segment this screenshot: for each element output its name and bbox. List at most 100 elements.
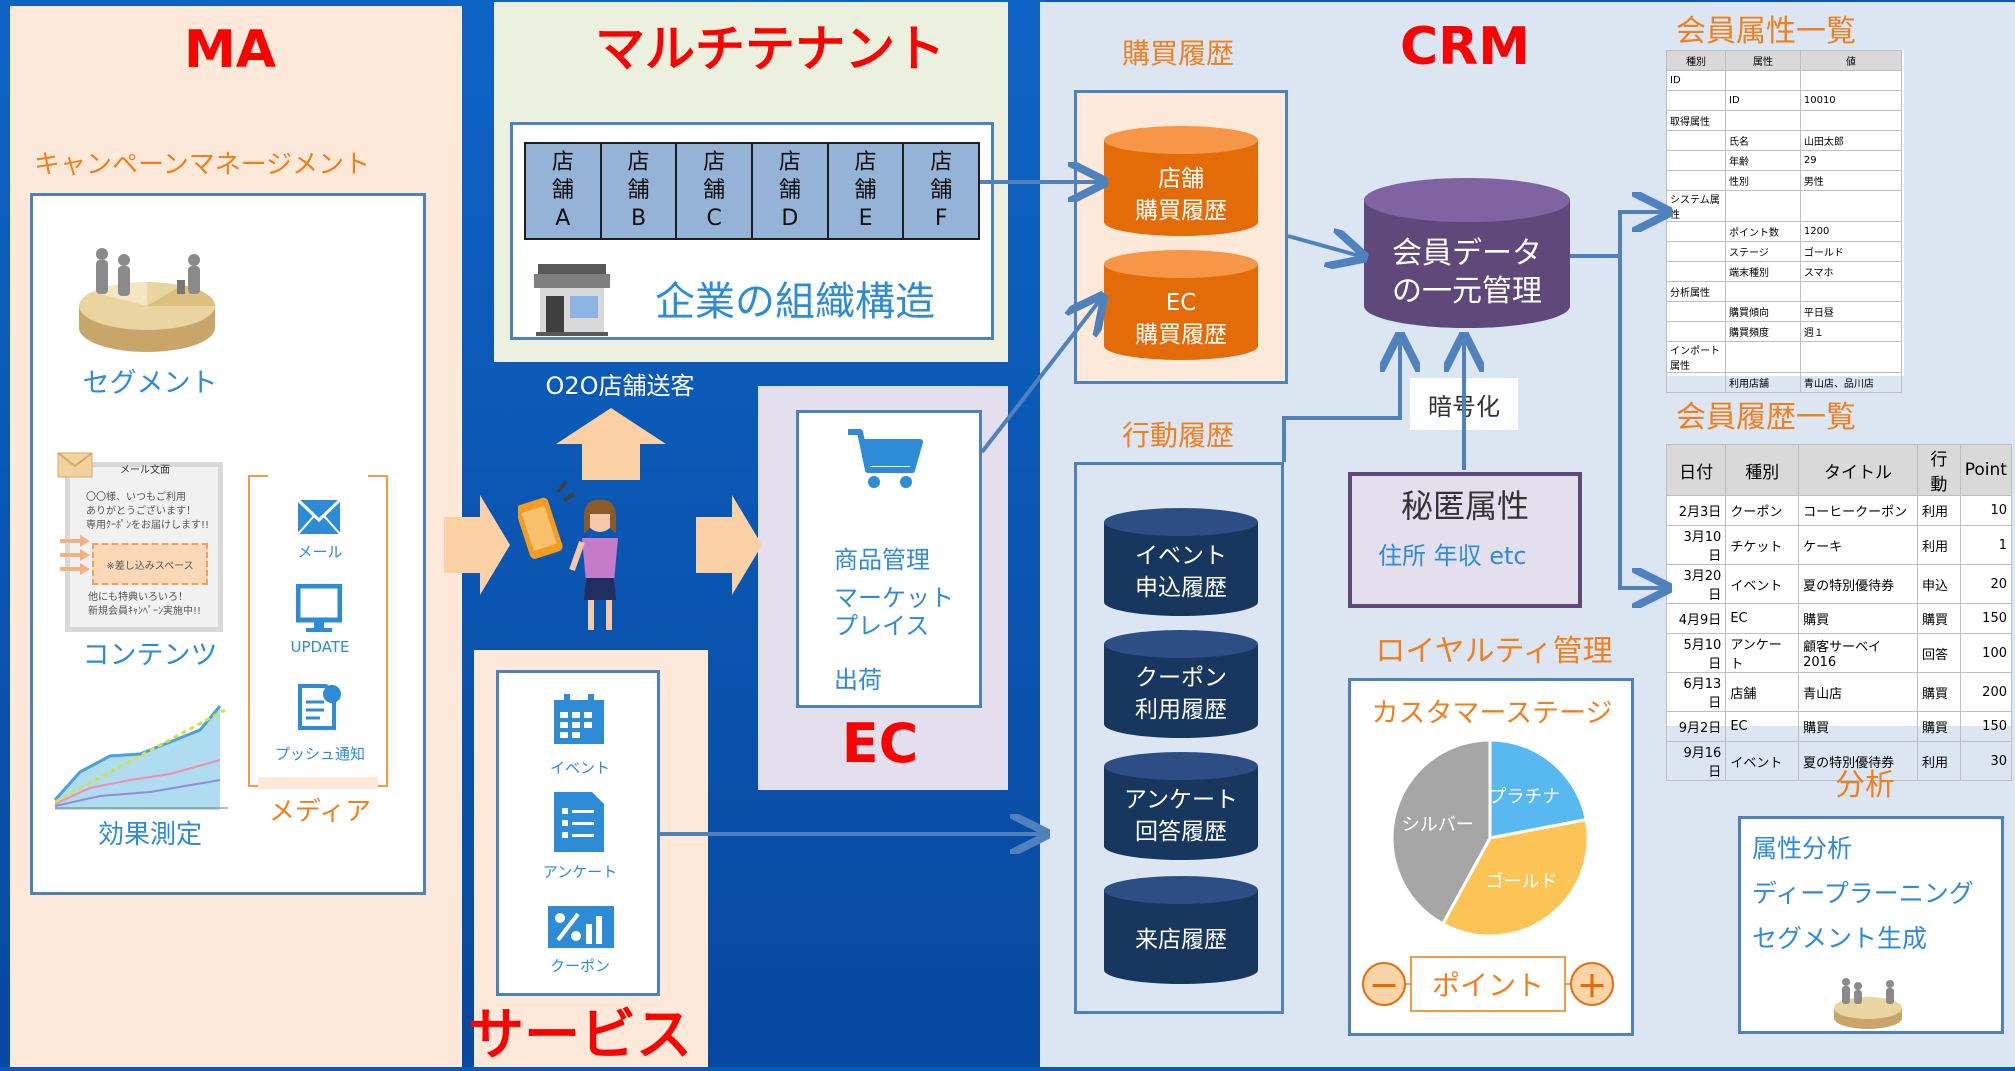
mail-line-5: 新規会員ｷｬﾝﾍﾟｰﾝ実施中!! xyxy=(88,606,202,617)
envelope-icon xyxy=(57,452,93,478)
table-cell xyxy=(1799,281,1903,302)
ec-purchase-line-1: EC xyxy=(1165,290,1197,316)
mail-card-header: メール文面 xyxy=(120,465,170,476)
table-header-cell: 種別 xyxy=(1666,50,1726,71)
behavior-db: アンケート回答履歴 xyxy=(1104,752,1258,860)
store-cell-text: F xyxy=(934,206,948,231)
table-cell: 150 xyxy=(1959,711,2013,742)
crm-title: CRM xyxy=(1400,17,1530,77)
table-cell: システム属性 xyxy=(1666,190,1726,222)
behavior-db: イベント申込履歴 xyxy=(1104,508,1258,616)
point-plus-button[interactable]: ＋ xyxy=(1570,962,1614,1006)
segment-icon xyxy=(72,240,222,360)
cart-icon xyxy=(846,426,926,492)
table-cell: 利用 xyxy=(1917,495,1961,526)
table-cell: スマホ xyxy=(1799,261,1903,282)
store-cell-text: 舗 xyxy=(854,178,877,203)
o2o-label: O2O店舗送客 xyxy=(545,371,695,400)
behavior-db-label: アンケート xyxy=(1123,787,1239,813)
loyalty-title: ロイヤルティ管理 xyxy=(1375,634,1613,669)
mail-icon xyxy=(296,498,342,538)
behavior-db: 来店履歴 xyxy=(1104,876,1258,984)
table-cell: 10 xyxy=(1959,495,2013,526)
coupon-label: クーポン xyxy=(549,956,610,975)
store-cell-text: 店 xyxy=(778,150,801,175)
table-header-cell: タイトル xyxy=(1798,444,1918,496)
table-cell: 30 xyxy=(1959,741,2013,781)
table-cell xyxy=(1666,221,1726,242)
table-row: 性別男性 xyxy=(1666,170,1903,191)
behavior-history-title: 行動履歴 xyxy=(1121,419,1234,452)
secret-attributes-items: 住所 年収 etc xyxy=(1378,542,1527,570)
table-cell: 申込 xyxy=(1917,564,1961,604)
arrows-icon xyxy=(60,535,90,575)
table-cell: 分析属性 xyxy=(1666,281,1726,302)
table-cell: 性別 xyxy=(1725,170,1801,191)
store-cell-text: B xyxy=(630,206,647,231)
monitor-icon xyxy=(295,583,343,634)
analysis-item: 属性分析 xyxy=(1752,834,1853,863)
table-cell: 3月20日 xyxy=(1665,564,1727,604)
table-cell xyxy=(1725,190,1801,222)
point-minus-button[interactable]: － xyxy=(1362,962,1406,1006)
behavior-db-label: イベント xyxy=(1135,543,1227,569)
table-cell: 200 xyxy=(1959,672,2013,712)
table-header-cell: 属性 xyxy=(1725,50,1801,71)
store-purchase-line-1: 店舗 xyxy=(1158,166,1204,192)
table-cell: 取得属性 xyxy=(1666,110,1726,131)
table-cell xyxy=(1666,170,1726,191)
mail-line-4: 他にも特典いろいろ！ xyxy=(88,592,188,603)
behavior-db-label: 回答履歴 xyxy=(1135,819,1227,845)
push-label: プッシュ通知 xyxy=(274,744,365,763)
table-cell: チケット xyxy=(1725,525,1800,565)
table-cell: ID xyxy=(1725,90,1801,111)
event-label: イベント xyxy=(549,758,610,777)
org-structure-label: 企業の組織構造 xyxy=(655,279,935,325)
table-cell xyxy=(1666,90,1726,111)
effect-chart-icon xyxy=(50,700,230,810)
store-purchase-db: 店舗購買履歴 xyxy=(1104,126,1258,236)
behavior-db: クーポン利用履歴 xyxy=(1104,630,1258,738)
table-cell: ステージ xyxy=(1725,241,1801,262)
table-cell: EC xyxy=(1725,711,1800,742)
table-cell: 3月10日 xyxy=(1665,525,1727,565)
history-title: 会員履歴一覧 xyxy=(1676,400,1856,435)
store-cell-text: 舗 xyxy=(627,178,650,203)
table-header-cell: Point xyxy=(1959,444,2013,496)
segment-label: セグメント xyxy=(82,367,218,399)
store-cell-text: 舗 xyxy=(930,178,953,203)
ma-title: MA xyxy=(184,20,276,80)
marketplace-line-1: マーケット xyxy=(834,584,954,612)
pie-slice-label: プラチナ xyxy=(1488,786,1560,807)
media-label: メディア xyxy=(268,796,372,827)
store-cell-text: 舗 xyxy=(551,178,574,203)
table-cell: 1 xyxy=(1959,525,2013,565)
marketplace-line-2: プレイス xyxy=(834,612,930,640)
table-cell: イベント xyxy=(1725,564,1800,604)
table-cell: 利用店舗 xyxy=(1725,372,1801,393)
store-cell-text: 店 xyxy=(627,150,650,175)
secret-attributes-title: 秘匿属性 xyxy=(1400,487,1529,525)
table-cell xyxy=(1799,70,1903,91)
point-display: ポイント xyxy=(1410,956,1566,1012)
table-row: 取得属性 xyxy=(1666,110,1903,131)
table-cell xyxy=(1799,110,1903,131)
customer-person-icon xyxy=(515,478,618,638)
table-cell xyxy=(1799,341,1903,373)
table-cell xyxy=(1666,372,1726,393)
table-cell: 29 xyxy=(1799,150,1903,171)
multitenant-title: マルチテナント xyxy=(595,20,945,78)
member-data-db: 会員データの一元管理 xyxy=(1364,178,1570,328)
table-cell: イベント xyxy=(1725,741,1800,781)
member-db-line-1: 会員データ xyxy=(1392,236,1542,271)
